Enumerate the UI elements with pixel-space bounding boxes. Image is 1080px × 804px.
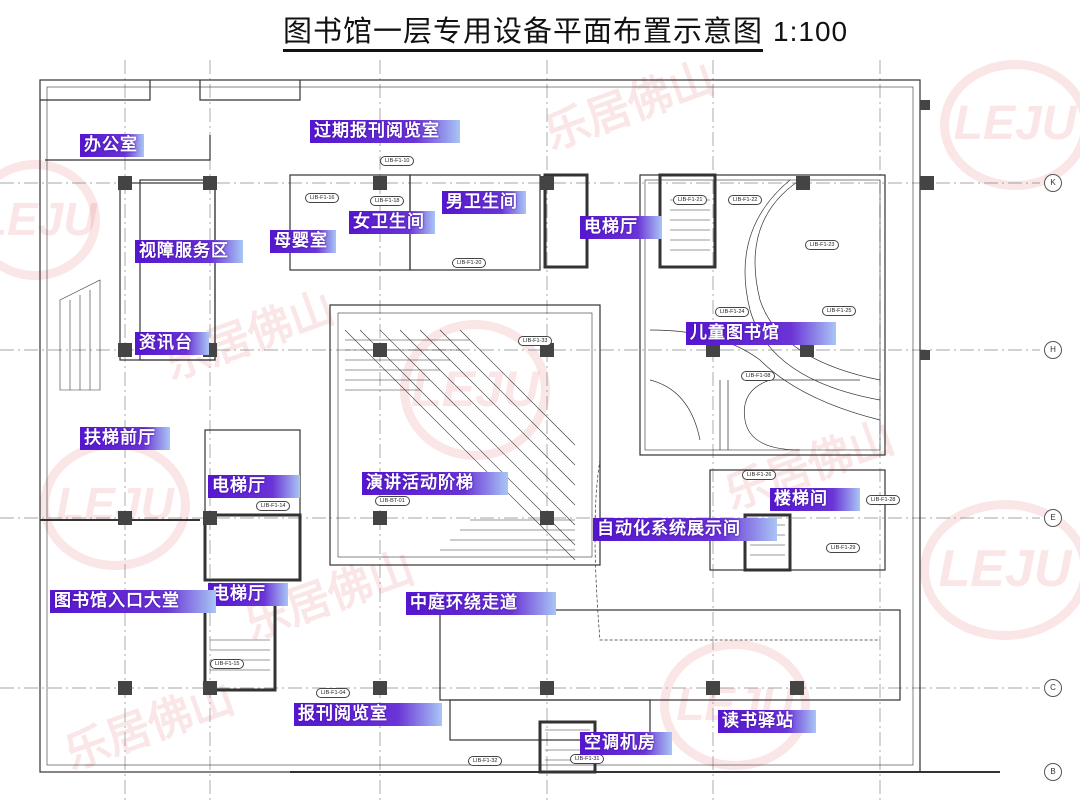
label-visual-impaired-service: 视障服务区 [135, 240, 243, 263]
title-text: 图书馆一层专用设备平面布置示意图 [283, 14, 764, 52]
label-womens-restroom: 女卫生间 [349, 211, 435, 234]
room-code: LIB-F1-22 [728, 195, 763, 205]
label-automation-showroom: 自动化系统展示间 [593, 518, 777, 541]
label-periodicals: 报刊阅览室 [294, 703, 442, 726]
walls [39, 79, 1000, 774]
label-lecture-steps: 演讲活动阶梯 [362, 472, 508, 495]
room-code: LIB-F1-16 [305, 193, 340, 203]
label-stairwell: 楼梯间 [770, 488, 860, 511]
room-code: LIB-F1-08 [741, 371, 776, 381]
label-elevator-hall-mid: 电梯厅 [208, 475, 300, 498]
room-code: LIB-F1-21 [673, 195, 708, 205]
stairs [59, 199, 785, 761]
room-code: LIB-F1-33 [518, 336, 553, 346]
axis-bubble-c: C [1044, 679, 1062, 697]
room-code: LIB-F1-15 [210, 659, 245, 669]
label-info-desk: 资讯台 [135, 332, 209, 355]
label-escalator-foyer: 扶梯前厅 [80, 427, 170, 450]
room-code: LIB-BT-01 [375, 496, 410, 506]
label-ac-room: 空调机房 [580, 732, 672, 755]
room-code: LIB-F1-24 [715, 307, 750, 317]
room-code: LIB-F1-18 [370, 196, 405, 206]
room-code: LIB-F1-04 [316, 688, 351, 698]
axis-bubble-b: B [1044, 763, 1062, 781]
room-code: LIB-F1-31 [570, 754, 605, 764]
room-code: LIB-F1-26 [742, 470, 777, 480]
axis-bubble-k: K [1044, 174, 1062, 192]
room-code: LIB-F1-25 [822, 306, 857, 316]
label-childrens-library: 儿童图书馆 [686, 322, 836, 345]
label-office: 办公室 [80, 134, 144, 157]
label-elevator-hall-low: 电梯厅 [208, 583, 288, 606]
room-code: LIB-F1-14 [256, 501, 291, 511]
childrens-library-curves [594, 179, 881, 641]
label-mens-restroom: 男卫生间 [442, 191, 526, 214]
label-entrance-lobby: 图书馆入口大堂 [50, 590, 216, 613]
room-code: LIB-F1-10 [380, 156, 415, 166]
label-reading-station: 读书驿站 [718, 710, 816, 733]
room-code: LIB-F1-23 [805, 240, 840, 250]
room-code: LIB-F1-28 [866, 495, 901, 505]
title-scale: 1:100 [773, 16, 849, 47]
room-code: LIB-F1-32 [468, 756, 503, 766]
label-elevator-hall-top: 电梯厅 [580, 216, 662, 239]
label-old-periodicals: 过期报刊阅览室 [310, 120, 460, 143]
page-title: 图书馆一层专用设备平面布置示意图 1:100 [283, 8, 849, 52]
axis-bubble-h: H [1044, 341, 1062, 359]
room-code: LIB-F1-29 [826, 543, 861, 553]
label-atrium-corridor: 中庭环绕走道 [406, 592, 556, 615]
columns [118, 100, 934, 695]
axis-bubble-e: E [1044, 509, 1062, 527]
room-code: LIB-F1-20 [452, 258, 487, 268]
label-mother-baby: 母婴室 [270, 230, 336, 253]
